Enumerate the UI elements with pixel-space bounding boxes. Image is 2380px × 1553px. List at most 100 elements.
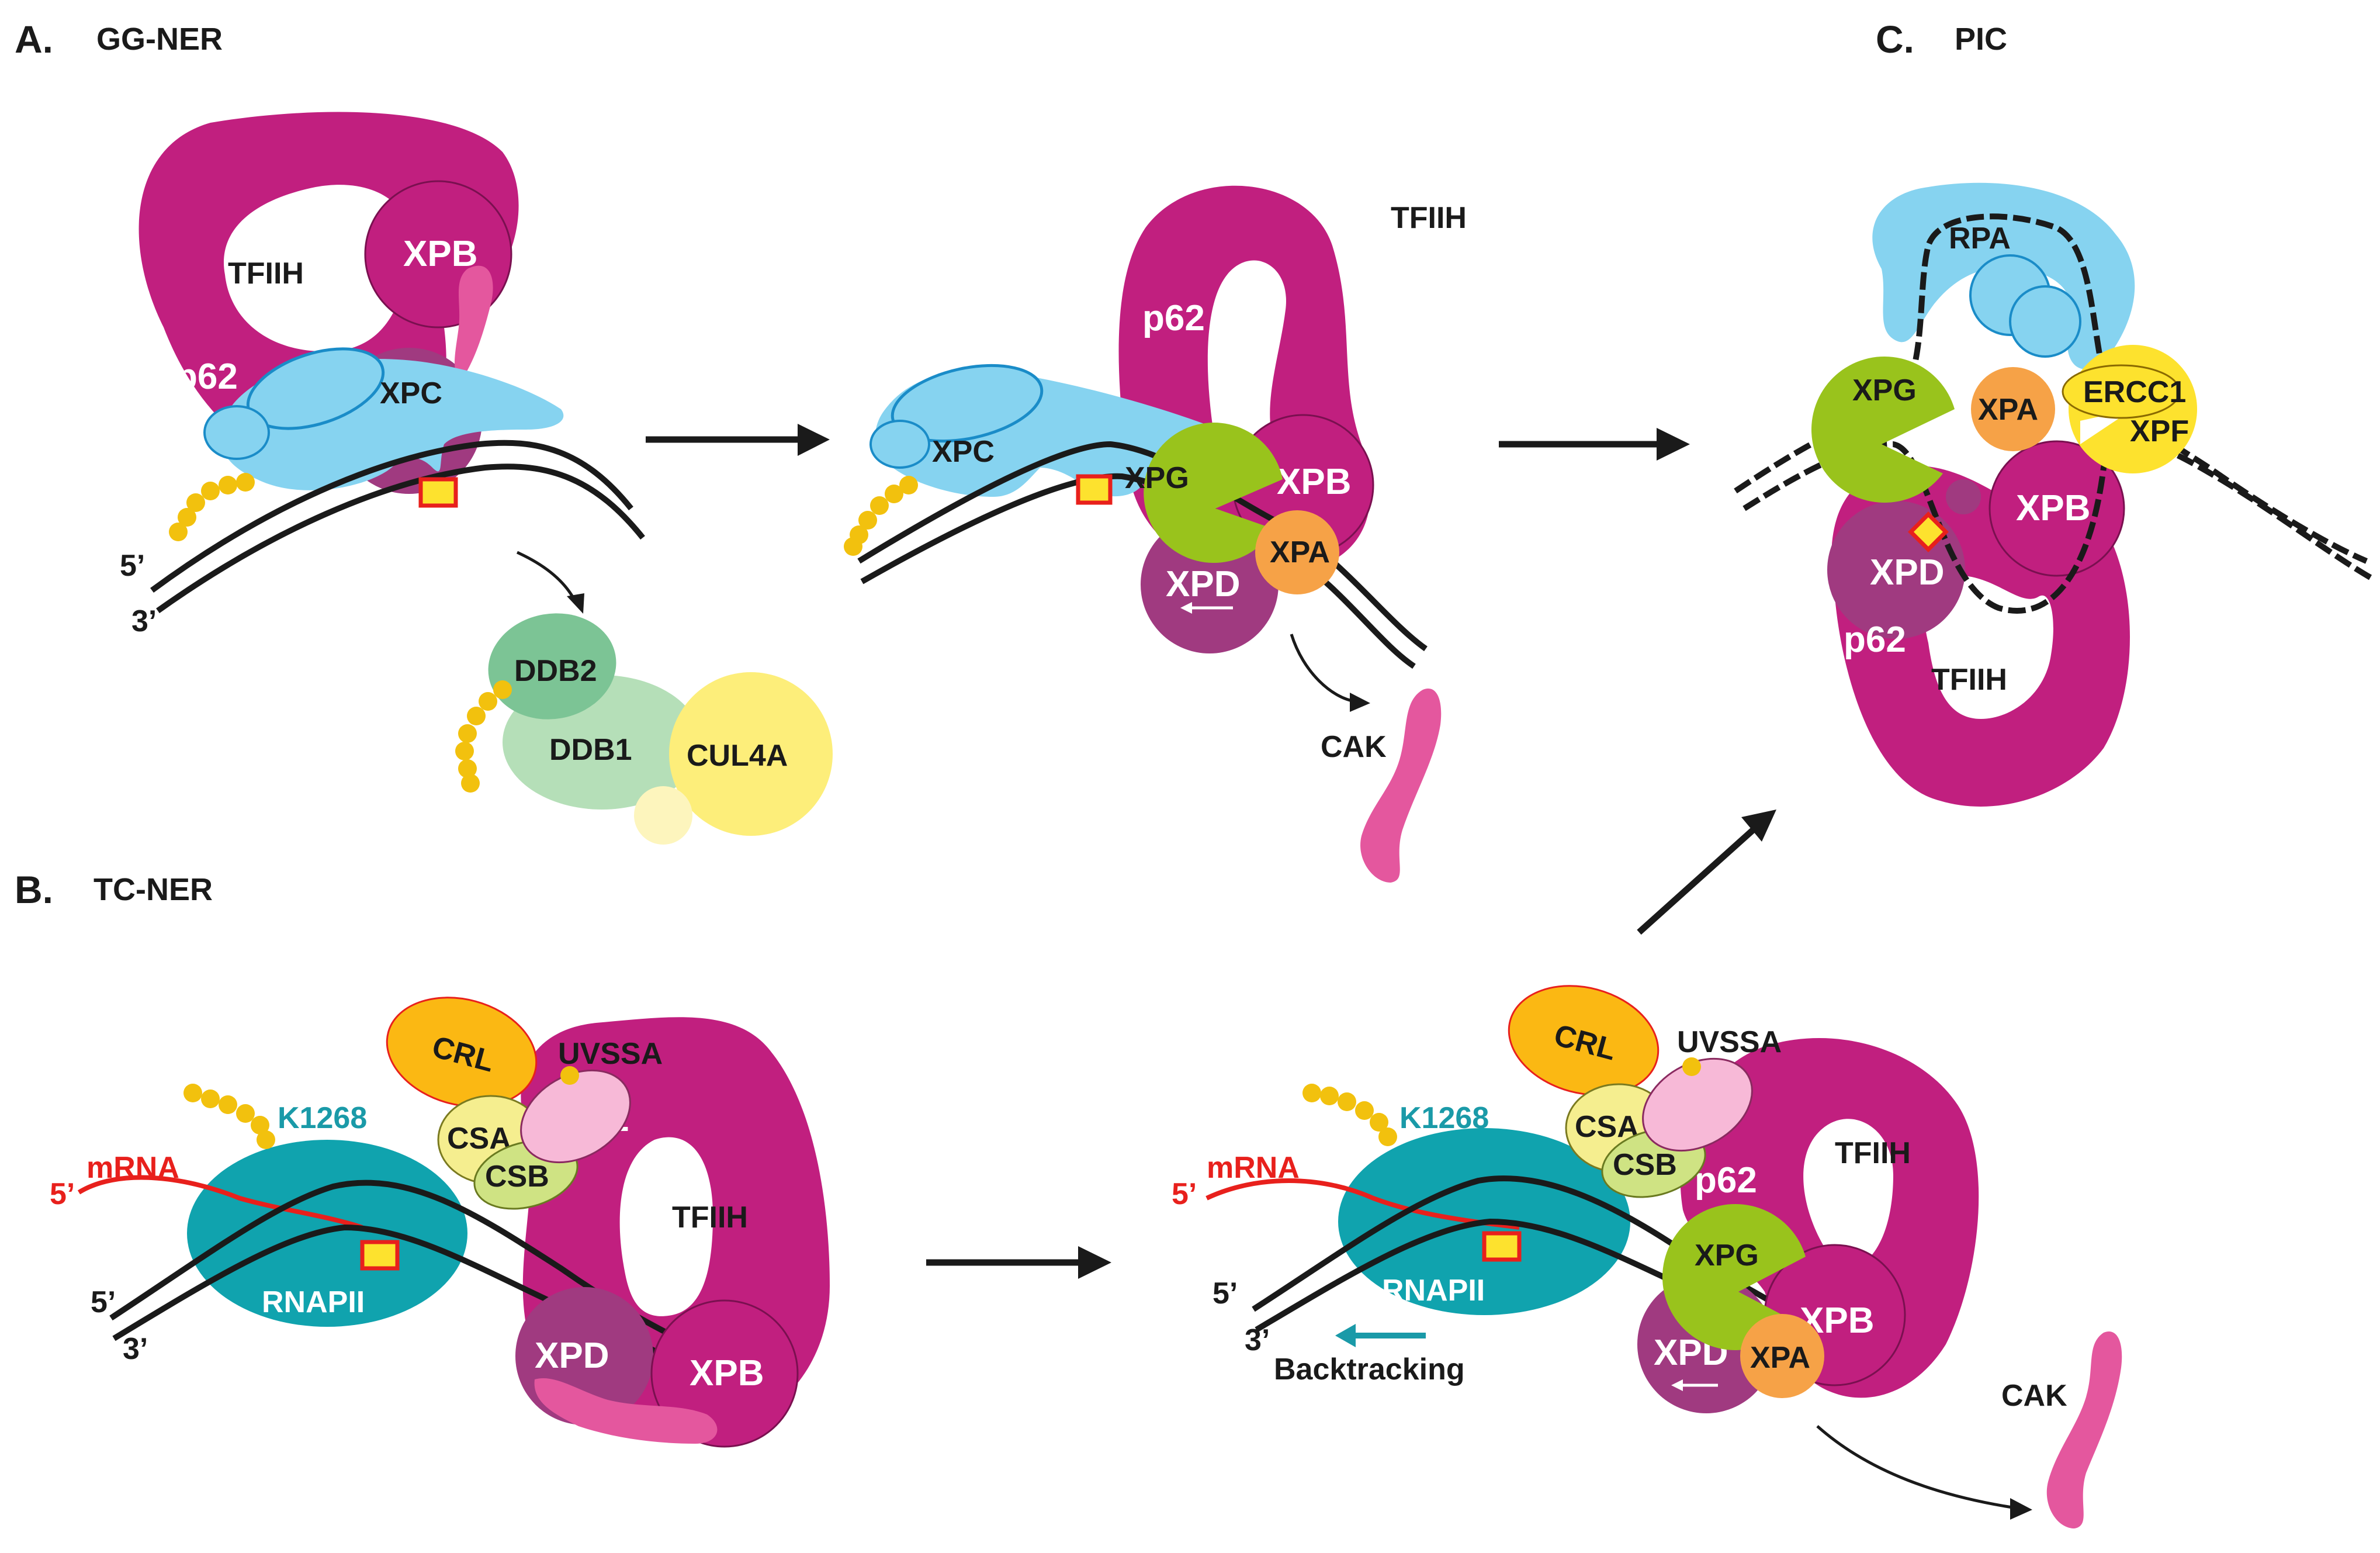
step-arrow-a2 xyxy=(1499,428,1690,461)
tc-ner-recognition-complex: TFIIH p62 RNAPII 5’ mRNA 5’ 3’ XPD XPB C… xyxy=(50,997,830,1448)
xpa-label-5: XPA xyxy=(1750,1341,1810,1375)
mrna-label-2: mRNA xyxy=(1207,1151,1300,1185)
three-prime-label: 3’ xyxy=(131,604,157,638)
cak-subunit-4 xyxy=(534,1378,718,1444)
cak-release-arrow xyxy=(1290,634,1356,703)
dna-lesion xyxy=(418,477,458,508)
cak-label: CAK xyxy=(1321,730,1387,764)
dna-lesion-3 xyxy=(1908,511,1949,552)
panel-b-header: B. TC-NER xyxy=(15,868,213,911)
k1268-ubiquitin-chain xyxy=(183,1084,275,1149)
xpd-label-4: XPD xyxy=(535,1336,609,1376)
dna-lesion-5 xyxy=(1482,1231,1522,1262)
panel-c-letter: C. xyxy=(1876,18,1914,61)
p62-label: p62 xyxy=(175,357,238,397)
csb-label: CSB xyxy=(485,1160,549,1194)
crl-complex-2 xyxy=(1508,985,1660,1096)
cak-release-arrowhead-5 xyxy=(2010,1498,2032,1520)
pre-incision-complex: RPA XPB XPD p62 TFIIH ERCC1 XPF XPA XPG xyxy=(1734,182,2374,807)
cak-release-arrowhead xyxy=(1350,693,1370,712)
release-arrow xyxy=(516,551,577,603)
release-arrowhead xyxy=(567,593,584,614)
panel-b-letter: B. xyxy=(15,868,53,911)
k1268-ubiquitin-chain-2 xyxy=(1302,1084,1397,1146)
cak-complex xyxy=(1360,689,1442,883)
step-arrow-a1 xyxy=(646,424,830,456)
xpa-protein-3 xyxy=(1971,367,2055,451)
xpb-subunit-3 xyxy=(1988,440,2125,577)
cak-release-arrow-5 xyxy=(1816,1425,2017,1510)
three-prime-label-4: 3’ xyxy=(123,1332,148,1366)
ddb2-label: DDB2 xyxy=(514,654,597,688)
helicase-direction-icon xyxy=(1180,602,1233,614)
xpc-domain-large-2 xyxy=(891,364,1044,443)
dna-strand-bottom xyxy=(156,464,645,614)
xpg-protein-5 xyxy=(1662,1204,1806,1350)
rpa-label: RPA xyxy=(1949,222,2011,255)
xpb-label-4: XPB xyxy=(690,1353,764,1393)
uvssa-ubiquitin-2 xyxy=(1682,1057,1701,1076)
ddb1-label: DDB1 xyxy=(549,733,632,767)
p62-label-5: p62 xyxy=(1695,1160,1757,1201)
panel-a-title: GG-NER xyxy=(96,22,223,57)
uvssa-ubiquitin xyxy=(560,1066,579,1085)
cak-complex-5 xyxy=(2046,1331,2122,1528)
tfiih-label-4: TFIIH xyxy=(672,1201,748,1234)
panel-b-title: TC-NER xyxy=(93,872,213,907)
panel-a-header: A. GG-NER xyxy=(15,18,223,61)
xpf-label: XPF xyxy=(2130,414,2189,448)
gg-ner-recognition-complex: XPB TFIIH p62 XPC 5’ 3’ xyxy=(120,112,645,638)
rbx1-protein xyxy=(634,786,692,845)
five-prime-label-5: 5’ xyxy=(1212,1277,1238,1310)
panel-c-title: PIC xyxy=(1955,22,2007,57)
ddb-complex: DDB2 DDB1 CUL4A xyxy=(455,551,833,845)
xpa-label-3: XPA xyxy=(1978,393,2038,427)
uvssa-protein xyxy=(520,1069,631,1164)
xpb-label-3: XPB xyxy=(2016,488,2090,528)
dna-lesion-4 xyxy=(360,1240,400,1271)
mrna-five-prime-label-2: 5’ xyxy=(1172,1177,1197,1211)
tc-ner-verification-complex: TFIIH p62 RNAPII 5’ mRNA 5’ 3’ Backtrack… xyxy=(1172,985,2122,1528)
rpa-domain-2 xyxy=(2009,285,2081,358)
p62-label-2: p62 xyxy=(1142,298,1205,338)
mrna-label: mRNA xyxy=(86,1151,179,1185)
xpg-label-5: XPG xyxy=(1695,1239,1759,1272)
ubiquitin-chain xyxy=(169,473,255,541)
k1268-label-2: K1268 xyxy=(1399,1101,1489,1135)
dna-lesion-2 xyxy=(1076,474,1113,505)
ercc1-protein xyxy=(2062,364,2181,419)
step-arrow-b2 xyxy=(1637,810,1776,935)
xpb-label: XPB xyxy=(403,234,477,274)
xpd-label-3: XPD xyxy=(1870,552,1944,593)
xpc-domain-small-2 xyxy=(869,420,930,469)
tfiih-label-3: TFIIH xyxy=(1931,663,2007,697)
step-arrow-b1 xyxy=(926,1246,1111,1279)
cul4a-label: CUL4A xyxy=(687,739,788,773)
xpc-label: XPC xyxy=(380,376,442,410)
xpa-protein xyxy=(1255,510,1339,594)
mrna-strand xyxy=(77,1175,363,1230)
xpa-label: XPA xyxy=(1270,535,1330,569)
backtracking-label: Backtracking xyxy=(1274,1353,1465,1386)
dna-bubble-bottom xyxy=(1742,438,2374,614)
tfiih-label-5: TFIIH xyxy=(1835,1136,1911,1170)
xpa-protein-5 xyxy=(1740,1314,1824,1398)
ddb2-protein xyxy=(488,613,616,720)
five-prime-label-4: 5’ xyxy=(91,1285,116,1319)
cak-subunit xyxy=(455,265,493,380)
rnapii-label: RNAPII xyxy=(262,1285,365,1319)
three-prime-label-5: 3’ xyxy=(1245,1323,1270,1357)
xpb-label-2: XPB xyxy=(1277,462,1351,502)
uvssa-label: UVSSA xyxy=(558,1037,663,1071)
xpd-label-2: XPD xyxy=(1166,564,1240,604)
mrna-five-prime-label: 5’ xyxy=(50,1177,75,1211)
p62-label-3: p62 xyxy=(1844,620,1906,660)
xpg-label: XPG xyxy=(1125,461,1189,495)
ubiquitin-chain-2 xyxy=(844,476,918,556)
gg-ner-verification-complex: TFIIH p62 XPB XPC XPD XPG XPA CAK xyxy=(844,185,1467,883)
xpc-domain-small xyxy=(203,405,270,460)
panel-c-header: C. PIC xyxy=(1876,18,2007,61)
tfiih-label: TFIIH xyxy=(228,257,304,290)
k1268-label: K1268 xyxy=(278,1101,367,1135)
